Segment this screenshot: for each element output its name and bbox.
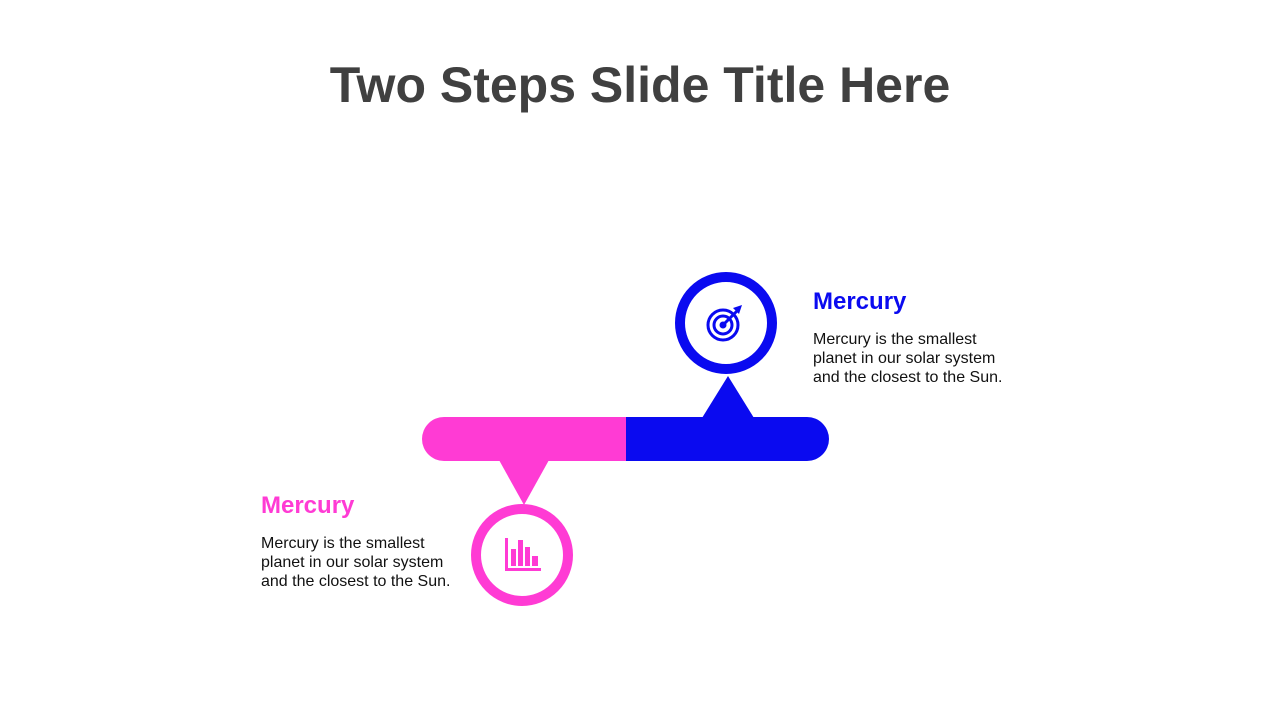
step-1-heading: Mercury [261, 492, 355, 519]
step-1-text: Mercury Mercury is the smallest planet i… [261, 492, 461, 591]
step-1-pointer [499, 460, 549, 505]
slide-title: Two Steps Slide Title Here [329, 57, 951, 113]
step-2-text: Mercury Mercury is the smallest planet i… [813, 288, 1013, 387]
step-2-body: Mercury is the smallest planet in our so… [813, 331, 1003, 386]
target-icon [706, 305, 742, 342]
step-1-body: Mercury is the smallest planet in our so… [261, 535, 451, 590]
step-2-bar-segment [626, 417, 829, 461]
step-1-bar-segment [422, 417, 626, 461]
step-2-heading: Mercury [813, 288, 907, 315]
bar-chart-icon [505, 538, 541, 571]
step-2-pointer [702, 376, 754, 418]
